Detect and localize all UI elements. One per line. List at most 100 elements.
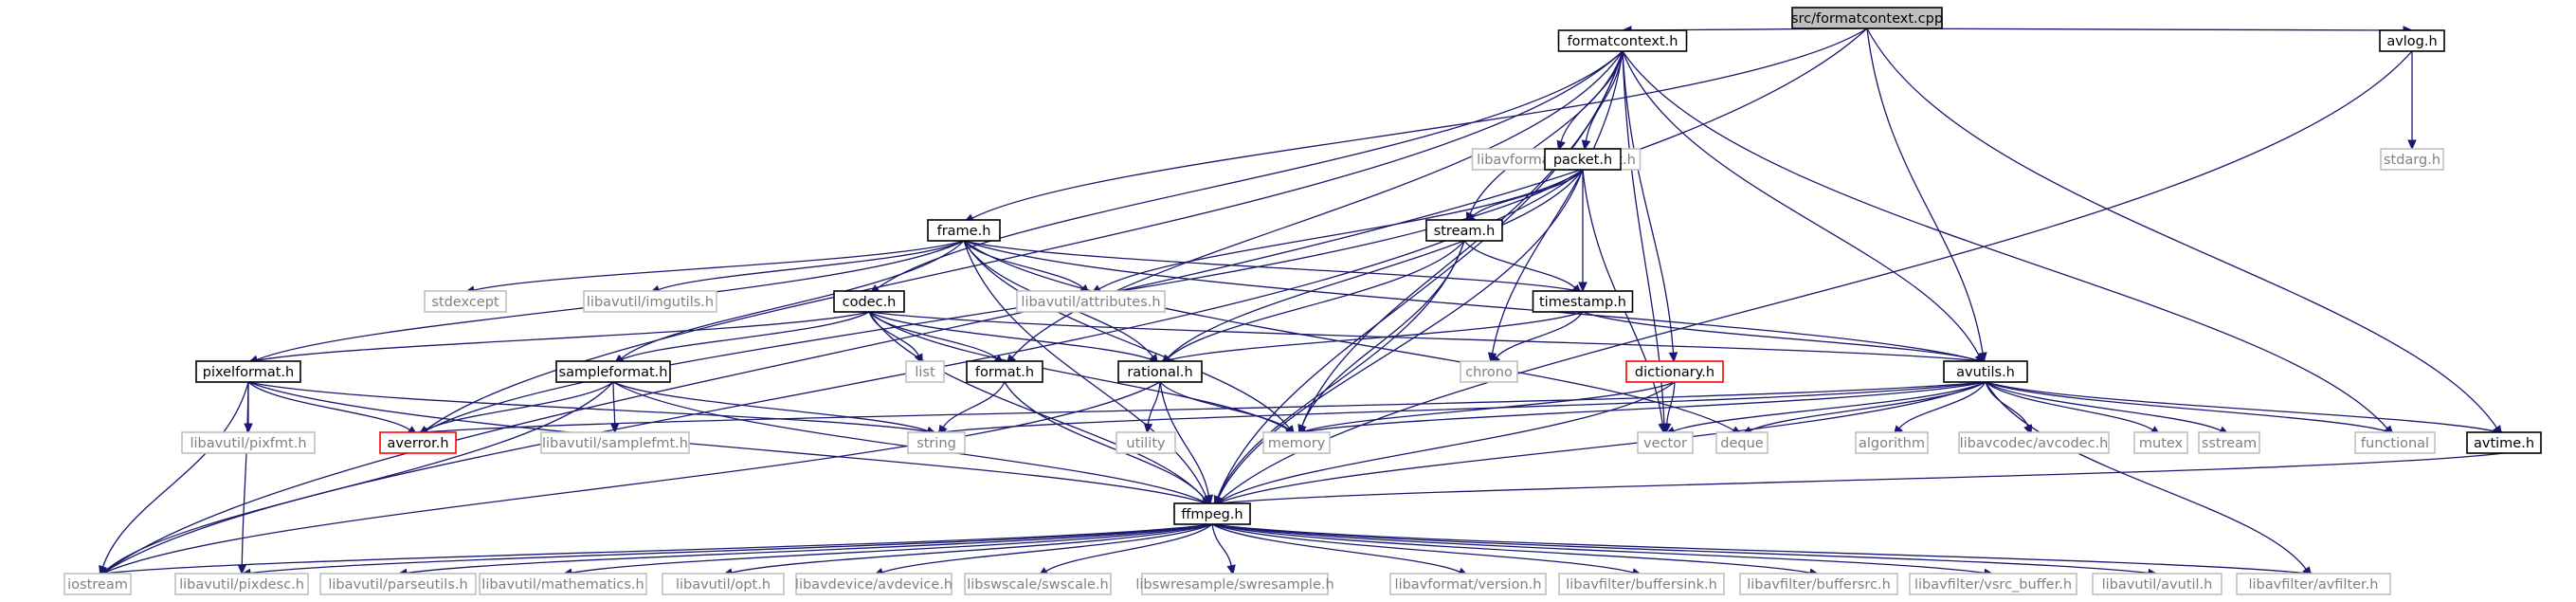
edge-frame_h-to-deque: [963, 240, 1734, 431]
node-libavfilter-avfilter-h: libavfilter/avfilter.h: [2236, 573, 2391, 595]
edge-ffmpeg_h-to-libavutil_parseutils_h: [406, 523, 1213, 575]
edge-timestamp_h-to-avutils_h: [1582, 311, 1978, 361]
node-label: algorithm: [1859, 436, 1925, 451]
node-ffmpeg-h[interactable]: ffmpeg.h: [1173, 502, 1251, 525]
edge-sampleformat_h-to-libavutil_samplefmt_h: [612, 381, 616, 425]
node-label: avlog.h: [2386, 34, 2437, 49]
node-box: [907, 431, 966, 454]
node-libavutil-pixfmt-h: libavutil/pixfmt.h: [181, 431, 316, 454]
edge-ffmpeg_h-to-libavfilter_buffersink_h: [1211, 523, 1634, 574]
node-box: [1116, 431, 1176, 454]
edge-packet_h-to-rational_h: [1167, 169, 1584, 358]
node-box: [662, 573, 785, 595]
edge-avutils_h-to-algorithm: [1898, 381, 1986, 429]
edge-format_h-to-string: [942, 381, 1006, 429]
node-pixelformat-h[interactable]: pixelformat.h: [195, 360, 301, 383]
node-list: list: [905, 360, 945, 383]
node-avutils-h[interactable]: avutils.h: [1943, 360, 2028, 383]
edge-avutils_h-to-mutex: [1985, 381, 2153, 431]
node-avtime-h[interactable]: avtime.h: [2466, 431, 2542, 454]
node-box: [1557, 29, 1688, 52]
edge-ffmpeg_h-to-libavfilter_avfilter_h: [1211, 523, 2306, 575]
edge-codec_h-to-rational_h: [868, 311, 1152, 361]
edge-frame_h-to-stdexcept: [473, 240, 965, 291]
node-libavutil-attributes-h: libavutil/attributes.h: [1016, 290, 1166, 313]
node-label: functional: [2361, 436, 2429, 451]
node-averror-h[interactable]: averror.h: [379, 431, 457, 454]
edge-rational_h-to-ffmpeg_h: [1159, 381, 1210, 496]
node-stream-h[interactable]: stream.h: [1425, 219, 1503, 242]
node-label: string: [916, 436, 956, 451]
node-box: [555, 360, 671, 383]
node-chrono: chrono: [1460, 360, 1518, 383]
node-box: [1715, 431, 1769, 454]
node-libavdevice-avdevice-h: libavdevice/avdevice.h: [795, 573, 952, 595]
graph-nodes: src/formatcontext.cpp formatcontext.h avlo…: [63, 7, 2542, 595]
edge-ffmpeg_h-to-libavdevice_avdevice_h: [881, 523, 1213, 574]
edge-frame_h-to-libavutil_imgutils_h: [658, 240, 965, 291]
node-label: libavutil/mathematics.h: [481, 577, 644, 593]
node-label: libavutil/parseutils.h: [328, 577, 467, 593]
node-box: [1958, 431, 2110, 454]
node-libavutil-parseutils-h: libavutil/parseutils.h: [319, 573, 477, 595]
node-label: libavcodec/avcodec.h: [1960, 436, 2109, 451]
node-libavformat-version-h: libavformat/version.h: [1389, 573, 1547, 595]
edge-stream_h-to-memory: [1301, 240, 1465, 427]
node-label: libavfilter/avfilter.h: [2248, 577, 2378, 593]
node-functional: functional: [2354, 431, 2436, 454]
node-label: stdexcept: [431, 295, 499, 310]
edge-avutils_h-to-averror_h: [426, 381, 1986, 433]
node-box: [1625, 360, 1724, 383]
node-label: codec.h: [843, 295, 897, 310]
node-label: libavutil/pixdesc.h: [179, 577, 304, 593]
node-formatcontext-h[interactable]: formatcontext.h: [1557, 29, 1688, 52]
node-libavfilter-vsrc-buffer-h: libavfilter/vsrc_buffer.h: [1909, 573, 2077, 595]
node-libavcodec-avcodec-h: libavcodec/avcodec.h: [1958, 431, 2110, 454]
edge-packet_h-to-ffmpeg_h: [1218, 169, 1584, 499]
edge-packet_h-to-libavutil_attributes_h: [1098, 169, 1584, 290]
edge-ffmpeg_h-to-libavformat_version_h: [1211, 523, 1460, 573]
edge-packet_h-to-stream_h: [1471, 169, 1584, 217]
node-rational-h[interactable]: rational.h: [1117, 360, 1203, 383]
node-libavutil-samplefmt-h: libavutil/samplefmt.h: [540, 431, 690, 454]
node-dictionary-h[interactable]: dictionary.h: [1625, 360, 1724, 383]
node-box: [1532, 290, 1634, 313]
edge-pixelformat_h-to-ffmpeg_h: [247, 381, 1205, 503]
node-vector: vector: [1637, 431, 1694, 454]
node-packet-h[interactable]: packet.h: [1544, 148, 1622, 171]
node-box: [795, 573, 952, 595]
node-frame-h[interactable]: frame.h: [927, 219, 1001, 242]
edge-stream_h-to-ffmpeg_h: [1217, 240, 1465, 498]
node-box: [174, 573, 309, 595]
arrowhead-formatcontext_h-to-packet_h: [1581, 139, 1591, 151]
node-box: [1943, 360, 2028, 383]
node-iostream: iostream: [63, 573, 132, 595]
edge-dictionary_h-to-memory: [1304, 381, 1676, 432]
node-label: libswscale/swscale.h: [967, 577, 1109, 593]
node-codec-h[interactable]: codec.h: [833, 290, 905, 313]
edge-avtime_h-to-ffmpeg_h: [1220, 452, 2505, 504]
node-label: vector: [1643, 436, 1687, 451]
edge-formatcontext_h-to-ffmpeg_h: [1217, 50, 1624, 498]
edge-timestamp_h-to-chrono: [1496, 311, 1584, 358]
node-label: memory: [1268, 436, 1326, 451]
edge-avlog_h-to-ffmpeg_h: [1219, 50, 2413, 502]
node-label: libavutil/samplefmt.h: [542, 436, 688, 451]
edge-avutils_h-to-memory: [1304, 381, 1986, 432]
node-sampleformat-h[interactable]: sampleformat.h: [555, 360, 671, 383]
node-utility: utility: [1116, 431, 1176, 454]
node-timestamp-h[interactable]: timestamp.h: [1532, 290, 1634, 313]
edge-avutils_h-to-string: [944, 381, 1986, 433]
node-box: [2466, 431, 2542, 454]
node-libavfilter-buffersrc-h: libavfilter/buffersrc.h: [1739, 573, 1898, 595]
node-box: [540, 431, 690, 454]
edge-rational_h-to-utility: [1147, 381, 1161, 425]
node-label: pixelformat.h: [203, 365, 295, 380]
node-avlog-h[interactable]: avlog.h: [2379, 29, 2445, 52]
node-box: [1460, 360, 1518, 383]
node-algorithm: algorithm: [1855, 431, 1929, 454]
node-box: [1016, 290, 1166, 313]
node-root[interactable]: src/formatcontext.cpp: [1791, 7, 1943, 29]
node-format-h[interactable]: format.h: [966, 360, 1043, 383]
